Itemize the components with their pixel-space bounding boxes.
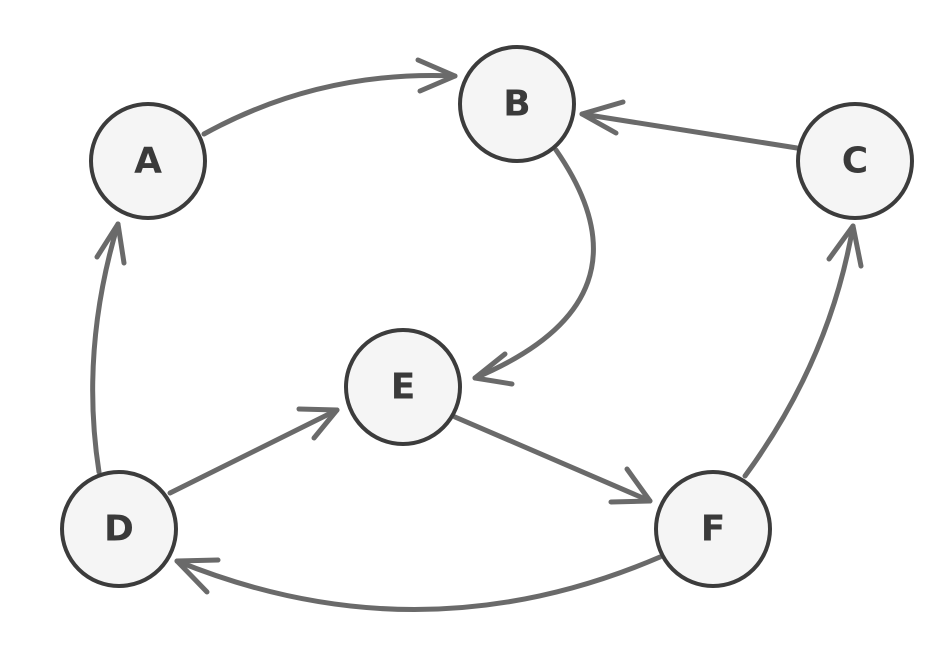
node-e[interactable]: E bbox=[344, 328, 462, 446]
node-b-circle bbox=[458, 45, 576, 163]
node-a-label: A bbox=[134, 141, 162, 182]
edge-f-to-d bbox=[174, 554, 663, 612]
node-a-circle bbox=[89, 102, 207, 220]
node-d-label: D bbox=[104, 509, 134, 550]
node-e-label: E bbox=[391, 367, 416, 408]
node-b[interactable]: B bbox=[458, 45, 576, 163]
node-c-circle bbox=[796, 102, 914, 220]
node-d-circle bbox=[60, 470, 178, 588]
node-f[interactable]: F bbox=[654, 470, 772, 588]
node-c[interactable]: C bbox=[796, 102, 914, 220]
edge-d-to-a bbox=[90, 221, 127, 475]
edge-a-to-b bbox=[201, 57, 458, 137]
node-e-circle bbox=[344, 328, 462, 446]
edge-c-to-b bbox=[579, 99, 800, 151]
node-f-label: F bbox=[701, 509, 726, 550]
edge-f-to-c bbox=[742, 223, 864, 479]
node-d[interactable]: D bbox=[60, 470, 178, 588]
node-f-circle bbox=[654, 470, 772, 588]
edge-d-to-e bbox=[167, 406, 340, 496]
edge-e-to-f bbox=[452, 414, 653, 505]
edge-b-to-e bbox=[472, 147, 596, 387]
node-a[interactable]: A bbox=[89, 102, 207, 220]
node-c-label: C bbox=[842, 141, 868, 182]
node-b-label: B bbox=[503, 84, 530, 125]
